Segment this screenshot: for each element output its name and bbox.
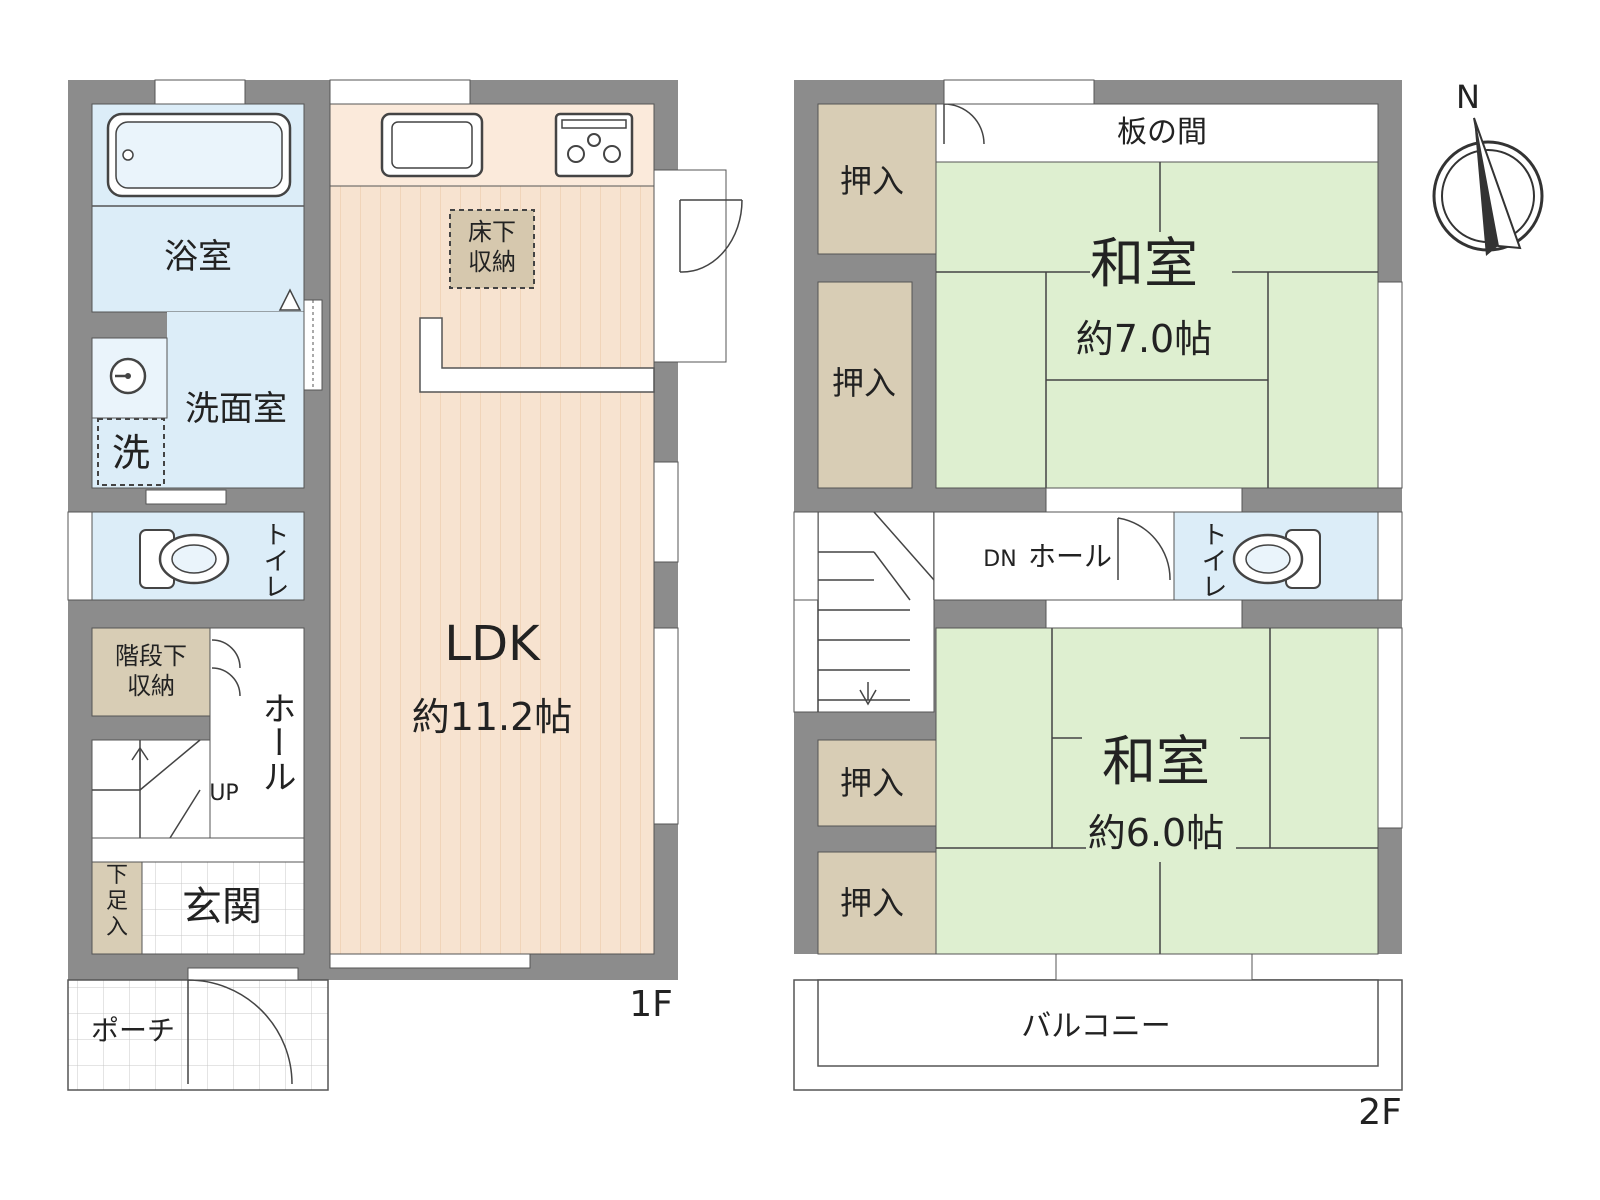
north-label: N: [1456, 78, 1480, 116]
window-icon: [943, 79, 1095, 105]
window-icon: [1377, 281, 1403, 489]
toilet-door-icon: [145, 489, 227, 505]
entrance-genkan: [141, 861, 305, 955]
closet-3-label: 押入: [840, 764, 904, 802]
floor-1f-label: 1F: [629, 984, 673, 1025]
bathroom-label: 浴室: [164, 237, 232, 277]
window-icon: [793, 511, 819, 601]
toilet-icon: [1232, 529, 1321, 589]
window-icon: [1377, 511, 1403, 601]
washitsu-south-label: 和室: [1102, 730, 1210, 793]
hall-1f-label: ホール: [256, 691, 296, 793]
under-stair-storage-label: 階段下収納: [115, 642, 187, 700]
stove-icon: [554, 112, 634, 178]
shoe-storage-label-line: 入: [106, 915, 128, 940]
window-icon: [1377, 627, 1403, 829]
shoe-storage-label-line: 下: [106, 863, 128, 888]
closet-1-label: 押入: [840, 162, 904, 200]
washitsu-south-size-label: 約6.0帖: [1088, 811, 1224, 855]
wooden-floor-itanoma: [935, 103, 1379, 163]
door-swing-icon: [1117, 517, 1171, 581]
tatami-lines: [936, 162, 1378, 488]
stairs-1f: [91, 739, 211, 839]
bay-window: [653, 169, 727, 363]
sink-icon: [109, 357, 147, 395]
under-stair-storage-label-line: 階段下: [115, 642, 187, 670]
window-icon: [653, 461, 679, 563]
stairs-up-icon: [92, 739, 201, 839]
window-icon: [1055, 953, 1253, 981]
toilet-2f-label: トイレ: [1197, 521, 1227, 599]
porch-label: ポーチ: [91, 1014, 175, 1047]
front-door-icon: [187, 979, 293, 1085]
door-swing-icon: [278, 288, 302, 311]
kitchen-sink-icon: [380, 112, 484, 178]
porch: [67, 979, 329, 1091]
window-icon: [653, 627, 679, 825]
washitsu-north-label: 和室: [1090, 232, 1198, 295]
floor-1f: 浴室 洗面室 洗 トイレ 階段下収納 ホール UP 下足入 玄関 ポーチ LDK…: [67, 79, 743, 1091]
ldk-label: LDK: [444, 616, 541, 672]
compass-north-icon: N: [1432, 78, 1544, 256]
stairs-up-label: UP: [209, 781, 238, 806]
toilet-1f-label: トイレ: [259, 521, 289, 599]
washer-space: [97, 418, 165, 486]
closet-4: [817, 851, 937, 955]
entrance-label: 玄関: [182, 884, 262, 930]
stairs-down-label: DN: [983, 547, 1016, 572]
under-stair-storage: [91, 627, 211, 717]
door-swing-icon: [679, 199, 743, 273]
window-icon: [154, 79, 246, 105]
closet-3: [817, 739, 937, 827]
closet-4-label: 押入: [840, 884, 904, 922]
hall-1f: [209, 627, 305, 839]
ldk-size-label: 約11.2帖: [412, 695, 573, 739]
bathtub-icon: [106, 112, 292, 198]
window-icon: [67, 511, 93, 601]
window-icon: [1045, 487, 1243, 513]
floor-storage: [449, 209, 535, 289]
balcony-label: バルコニー: [1021, 1009, 1170, 1044]
floor-2f-label: 2F: [1358, 1092, 1402, 1133]
window-icon: [1045, 599, 1243, 629]
floor-storage-label-line: 床下: [468, 218, 516, 246]
shoe-storage-label: 下足入: [106, 863, 128, 940]
under-stair-storage-label-line: 収納: [127, 672, 175, 700]
closet-2-label: 押入: [832, 364, 896, 402]
hall-2f-label: ホール: [1028, 540, 1112, 573]
floor-storage-label: 床下収納: [468, 218, 516, 276]
washitsu-south: [935, 627, 1379, 955]
floor-storage-label-line: 収納: [468, 248, 516, 276]
closet-2: [817, 281, 913, 489]
wooden-floor-label: 板の間: [1117, 115, 1207, 150]
kitchen-peninsula: [419, 317, 655, 393]
toilet-icon: [139, 529, 230, 589]
hall-2f: [933, 511, 1175, 601]
window-icon: [329, 953, 531, 969]
washer-label: 洗: [112, 431, 150, 475]
tatami-lines: [936, 628, 1378, 954]
shoe-storage-label-line: 足: [106, 889, 128, 914]
floor-2f: 板の間 和室 約7.0帖 押入 押入 押入 押入 DN ホール トイレ 和室 約…: [793, 79, 1403, 1133]
window-icon: [329, 79, 471, 105]
washroom-label: 洗面室: [185, 389, 287, 429]
washitsu-north: [935, 161, 1379, 489]
door-swing-icon: [211, 639, 241, 697]
closet-1: [817, 103, 937, 255]
washitsu-north-size-label: 約7.0帖: [1076, 317, 1212, 361]
